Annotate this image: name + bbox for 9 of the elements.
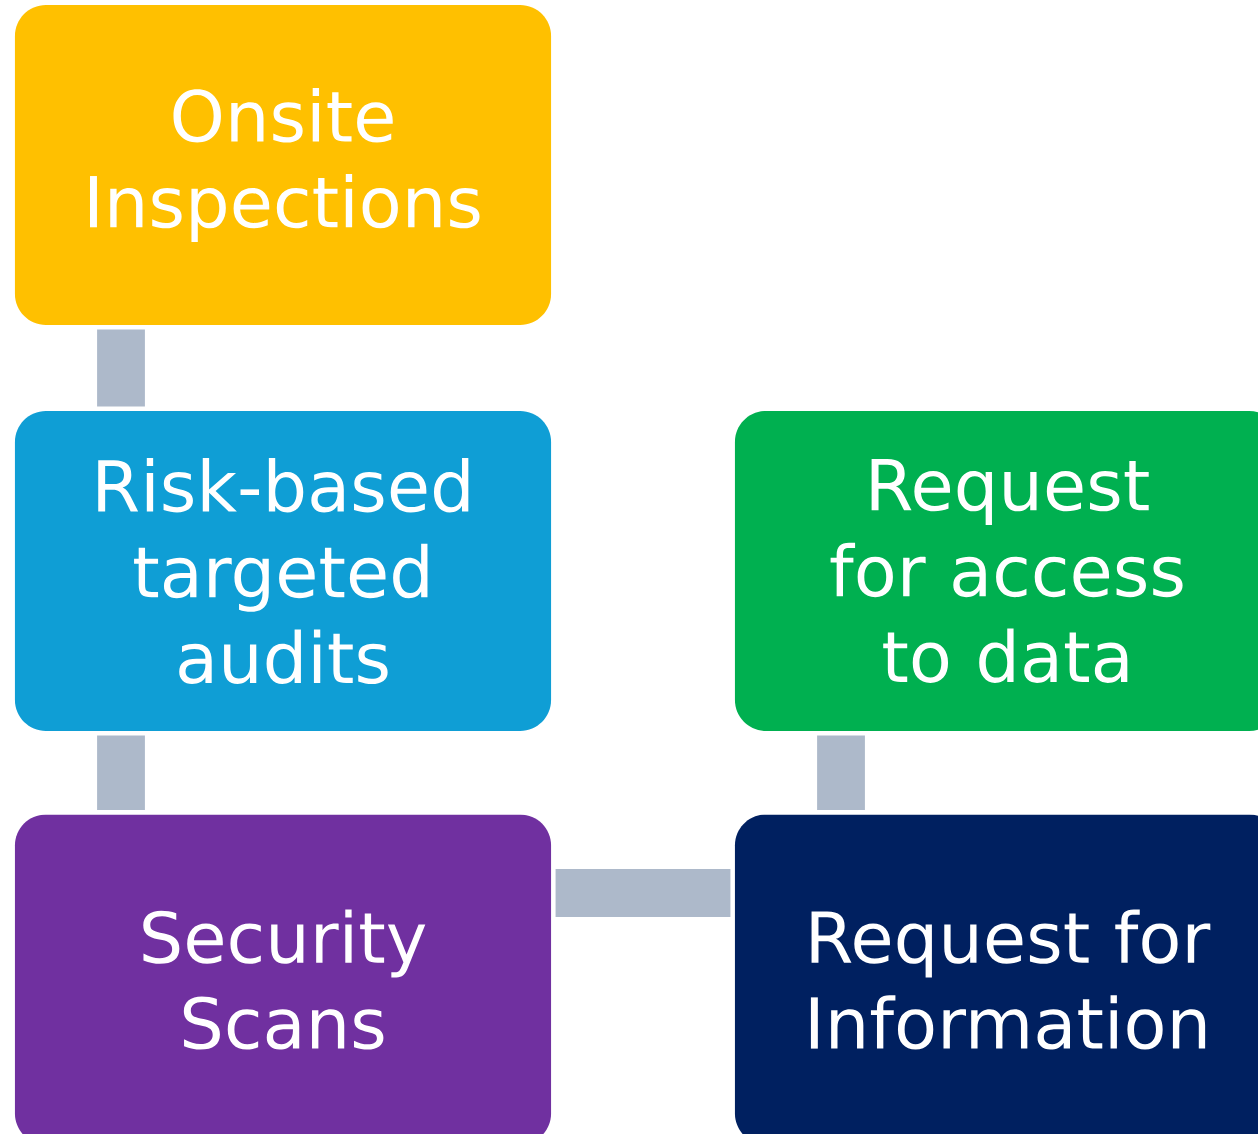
process-box: Onsite Inspections bbox=[14, 4, 552, 326]
connector-bar bbox=[817, 735, 865, 810]
process-box: Request for access to data bbox=[734, 410, 1258, 732]
connector-bar bbox=[97, 735, 145, 810]
process-box: Risk-based targeted audits bbox=[14, 410, 552, 732]
process-box: Request for Information bbox=[734, 814, 1258, 1134]
connector-bar bbox=[97, 329, 145, 407]
connector-bar bbox=[555, 869, 731, 917]
process-box: Security Scans bbox=[14, 814, 552, 1134]
